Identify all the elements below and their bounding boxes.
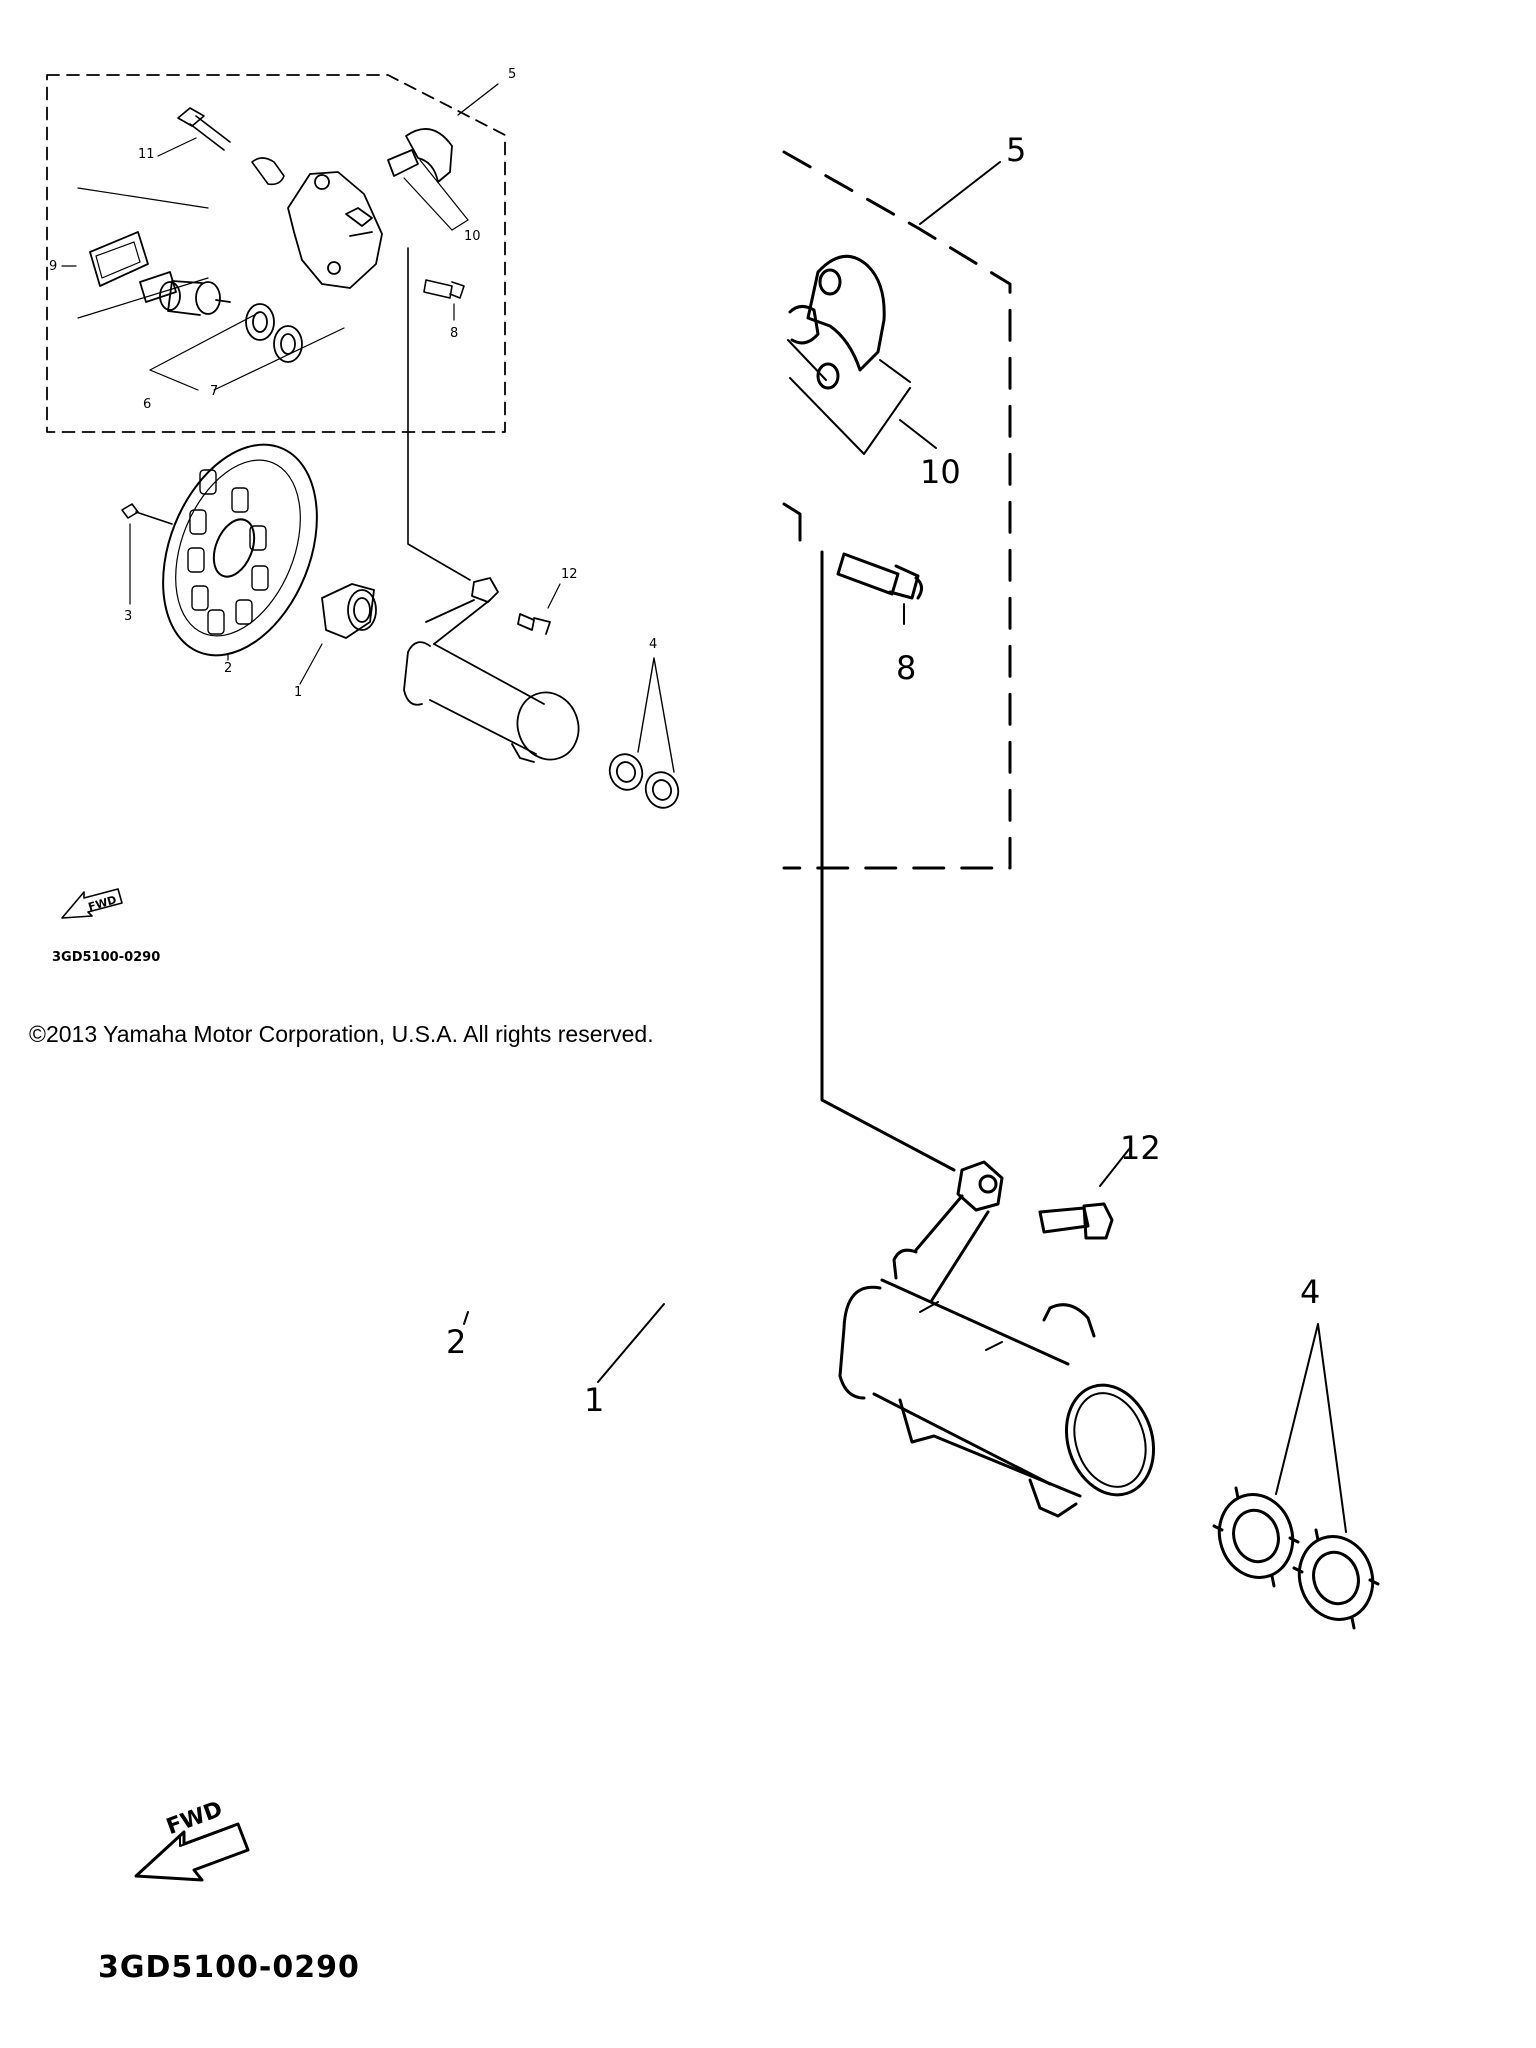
callout-10-small: 10: [464, 229, 481, 244]
caliper-bolt-8-small: [423, 279, 465, 321]
caliper-bracket-small: [403, 577, 580, 763]
callout-1-large: 1: [584, 1381, 605, 1419]
caliper-bolt-small: [157, 107, 231, 157]
caliper-bracket-large: [892, 1160, 1004, 1302]
callout-8-large: 8: [896, 649, 917, 687]
detail-diagram: [134, 150, 1380, 1882]
fwd-arrow-large: [134, 1822, 250, 1882]
overview-diagram: [46, 74, 680, 919]
callout-12-large: 12: [1120, 1129, 1161, 1167]
mounting-bolt-large: [1038, 1147, 1131, 1240]
locknuts-small: [608, 657, 680, 809]
caliper-assembly-box-large: [782, 150, 1012, 870]
callout-12-small: 12: [561, 567, 578, 582]
piston-seals-small: [149, 303, 345, 391]
diagram-code-large: 3GD5100-0290: [98, 1950, 360, 1985]
locknuts-large: [1212, 1323, 1380, 1630]
caliper-body-small: [287, 171, 383, 289]
fwd-arrow-small: [61, 888, 123, 919]
callout-4-large: 4: [1300, 1273, 1321, 1311]
callout-7-small: 7: [210, 384, 219, 399]
callout-10-large: 10: [920, 453, 961, 491]
cylinder-housing-large: [838, 1278, 1156, 1518]
callout-3-small: 3: [124, 609, 133, 624]
callout-4-small: 4: [649, 637, 658, 652]
callout-5-small: 5: [508, 67, 517, 82]
hub-small: [299, 583, 377, 685]
pad-bracket-small: [387, 128, 469, 231]
callout-8-small: 8: [450, 326, 459, 341]
callout-9-small: 9: [49, 259, 58, 274]
callout-2-small: 2: [224, 661, 233, 676]
brake-disc-small: [162, 443, 318, 661]
caliper-assembly-box-small: [46, 74, 506, 433]
disc-screw-small: [121, 503, 173, 605]
callout-5-large: 5: [1006, 131, 1027, 169]
brake-pads-small: [61, 187, 209, 319]
piston-small: [159, 280, 231, 316]
callout-1-small: 1: [294, 685, 303, 700]
callout-11-small: 11: [138, 147, 155, 162]
callout-6-small: 6: [143, 397, 152, 412]
copyright-notice: ©2013 Yamaha Motor Corporation, U.S.A. A…: [29, 1021, 654, 1047]
diagram-code-small: 3GD5100-0290: [52, 950, 161, 965]
callout-2-large: 2: [446, 1323, 467, 1361]
caliper-bolt-8-large: [836, 552, 923, 625]
pad-bracket-large: [787, 255, 937, 455]
